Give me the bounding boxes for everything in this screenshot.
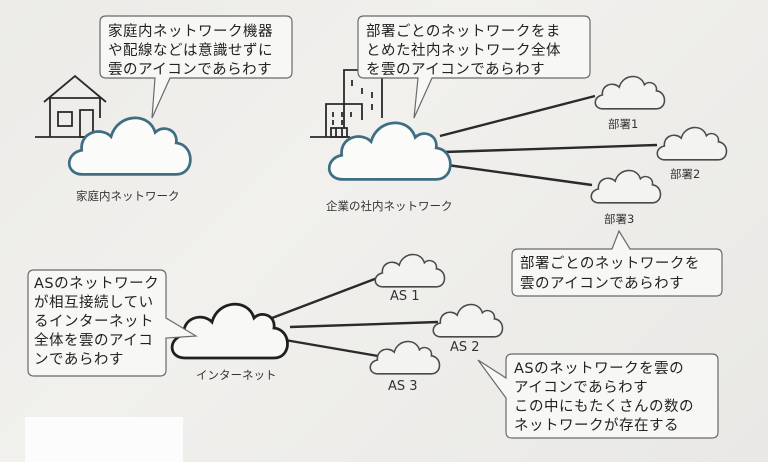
- department-3-label: 部署3: [604, 212, 634, 226]
- home-network-cloud: [67, 116, 192, 176]
- as-1-label: AS 1: [390, 289, 420, 304]
- corporate-callout-line-1: 部署ごとのネットワークをま: [366, 23, 561, 40]
- internet-label: インターネット: [196, 368, 277, 382]
- home-callout: 家庭内ネットワーク機器 や配線などは意識せずに 雲のアイコンであらわす: [99, 15, 293, 119]
- house-icon: [35, 74, 107, 138]
- as-3-label: AS 3: [388, 379, 418, 394]
- department-1-label: 部署1: [608, 117, 638, 131]
- home-callout-line-3: 雲のアイコンであらわす: [108, 61, 272, 78]
- internet-callout-line-1: ASのネットワーク: [34, 275, 159, 292]
- home-callout-line-2: や配線などは意識せずに: [108, 41, 273, 59]
- department-callout: 部署ごとのネットワークを 雲のアイコンであらわす: [511, 229, 723, 297]
- internet-callout-line-5: ンであらわす: [34, 351, 124, 368]
- corporate-network-label: 企業の社内ネットワーク: [326, 199, 453, 213]
- link-internet-as1: [271, 275, 381, 320]
- department-2-cloud: [656, 126, 728, 161]
- as-1-cloud: [374, 253, 446, 288]
- blank-paper-area: [25, 417, 183, 462]
- corporate-callout-line-3: を雲のアイコンであらわす: [366, 61, 545, 78]
- department-callout-line-1: 部署ごとのネットワークを: [520, 255, 700, 272]
- corporate-callout-line-2: とめた社内ネットワーク全体: [366, 41, 561, 59]
- office-building-icon: [310, 69, 383, 138]
- as-callout-line-1: ASのネットワークを雲の: [514, 360, 684, 377]
- as-2-label: AS 2: [450, 340, 480, 355]
- internet-callout-line-2: が相互接続してい: [34, 294, 154, 311]
- link-internet-as2: [289, 320, 439, 329]
- internet-callout: ASのネットワーク が相互接続してい るインターネット 全体を雲のアイコ ンであ…: [27, 269, 198, 377]
- internet-cloud: [170, 302, 289, 360]
- home-network-label: 家庭内ネットワーク: [76, 189, 180, 203]
- as-callout-line-3: この中にもたくさんの数の: [514, 398, 694, 415]
- link-corp-dept2: [443, 143, 658, 154]
- home-callout-line-1: 家庭内ネットワーク機器: [108, 23, 273, 40]
- department-callout-line-2: 雲のアイコンであらわす: [520, 275, 684, 292]
- internet-callout-line-3: るインターネット: [34, 313, 154, 330]
- internet-callout-line-4: 全体を雲のアイコ: [34, 331, 153, 349]
- department-2-label: 部署2: [670, 167, 700, 181]
- corporate-callout: 部署ごとのネットワークをま とめた社内ネットワーク全体 を雲のアイコンであらわす: [357, 15, 591, 119]
- department-3-cloud: [590, 169, 662, 204]
- as-callout-line-4: ネットワークが存在する: [514, 417, 679, 434]
- link-internet-as3: [284, 338, 379, 358]
- as-2-cloud: [432, 303, 504, 338]
- as-3-cloud: [369, 340, 441, 375]
- as-callout-line-2: アイコンであらわす: [514, 379, 648, 396]
- link-corp-dept1: [439, 94, 596, 138]
- department-1-cloud: [594, 75, 666, 110]
- as-callout: ASのネットワークを雲の アイコンであらわす この中にもたくさんの数の ネットワ…: [477, 353, 719, 439]
- link-corp-dept3: [439, 162, 593, 187]
